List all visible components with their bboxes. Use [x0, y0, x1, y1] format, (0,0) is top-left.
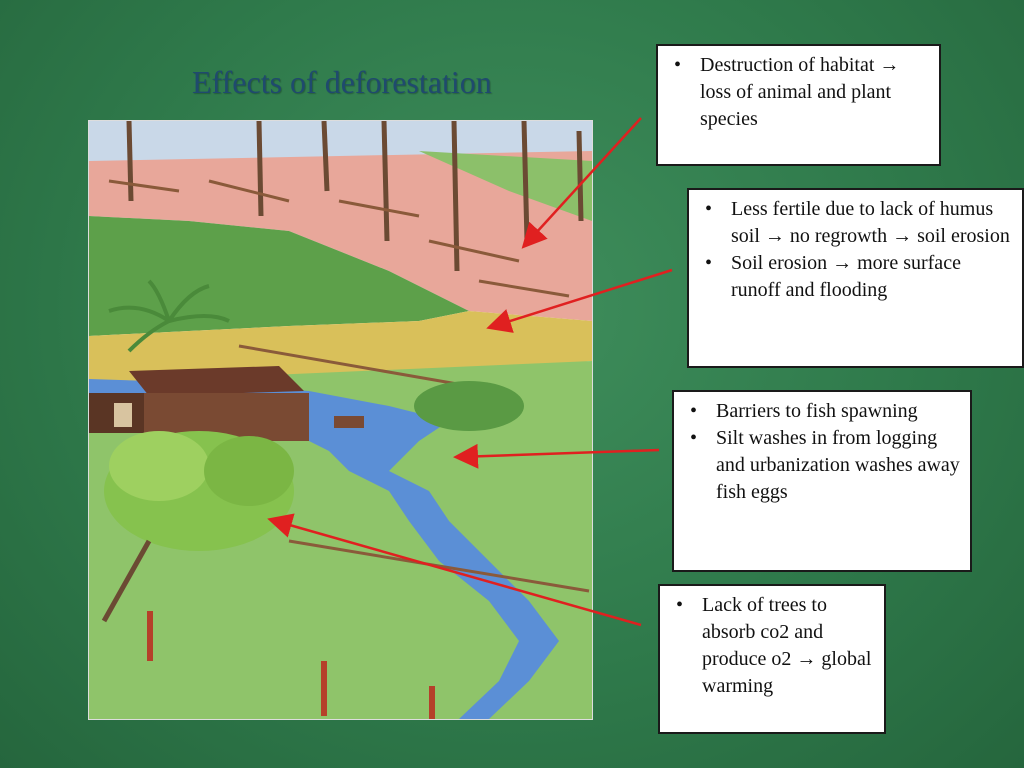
callout-soil: Less fertile due to lack of humus soil →… — [687, 188, 1024, 368]
riverside-tree — [414, 381, 524, 431]
callout-habitat: Destruction of habitat → loss of animal … — [656, 44, 941, 166]
callout-item: Less fertile due to lack of humus soil →… — [699, 196, 1012, 250]
foreground-tree — [101, 431, 294, 623]
logged-hillside — [89, 151, 592, 321]
palm — [108, 279, 230, 353]
callout-climate: Lack of trees to absorb co2 and produce … — [658, 584, 886, 734]
callout-item: Soil erosion → more surface runoff and f… — [699, 250, 1012, 304]
callout-fish: Barriers to fish spawning Silt washes in… — [672, 390, 972, 572]
callout-item: Destruction of habitat → loss of animal … — [668, 52, 929, 133]
landscape-drawing — [89, 121, 592, 719]
callout-item: Lack of trees to absorb co2 and produce … — [670, 592, 874, 700]
deforestation-illustration — [88, 120, 593, 720]
dry-grass — [89, 311, 592, 383]
callout-item: Barriers to fish spawning — [684, 398, 960, 425]
callout-item: Silt washes in from logging and urbaniza… — [684, 425, 960, 506]
fence-posts — [147, 611, 435, 719]
green-slope — [89, 216, 469, 336]
slide-title: Effects of deforestation — [192, 64, 492, 100]
